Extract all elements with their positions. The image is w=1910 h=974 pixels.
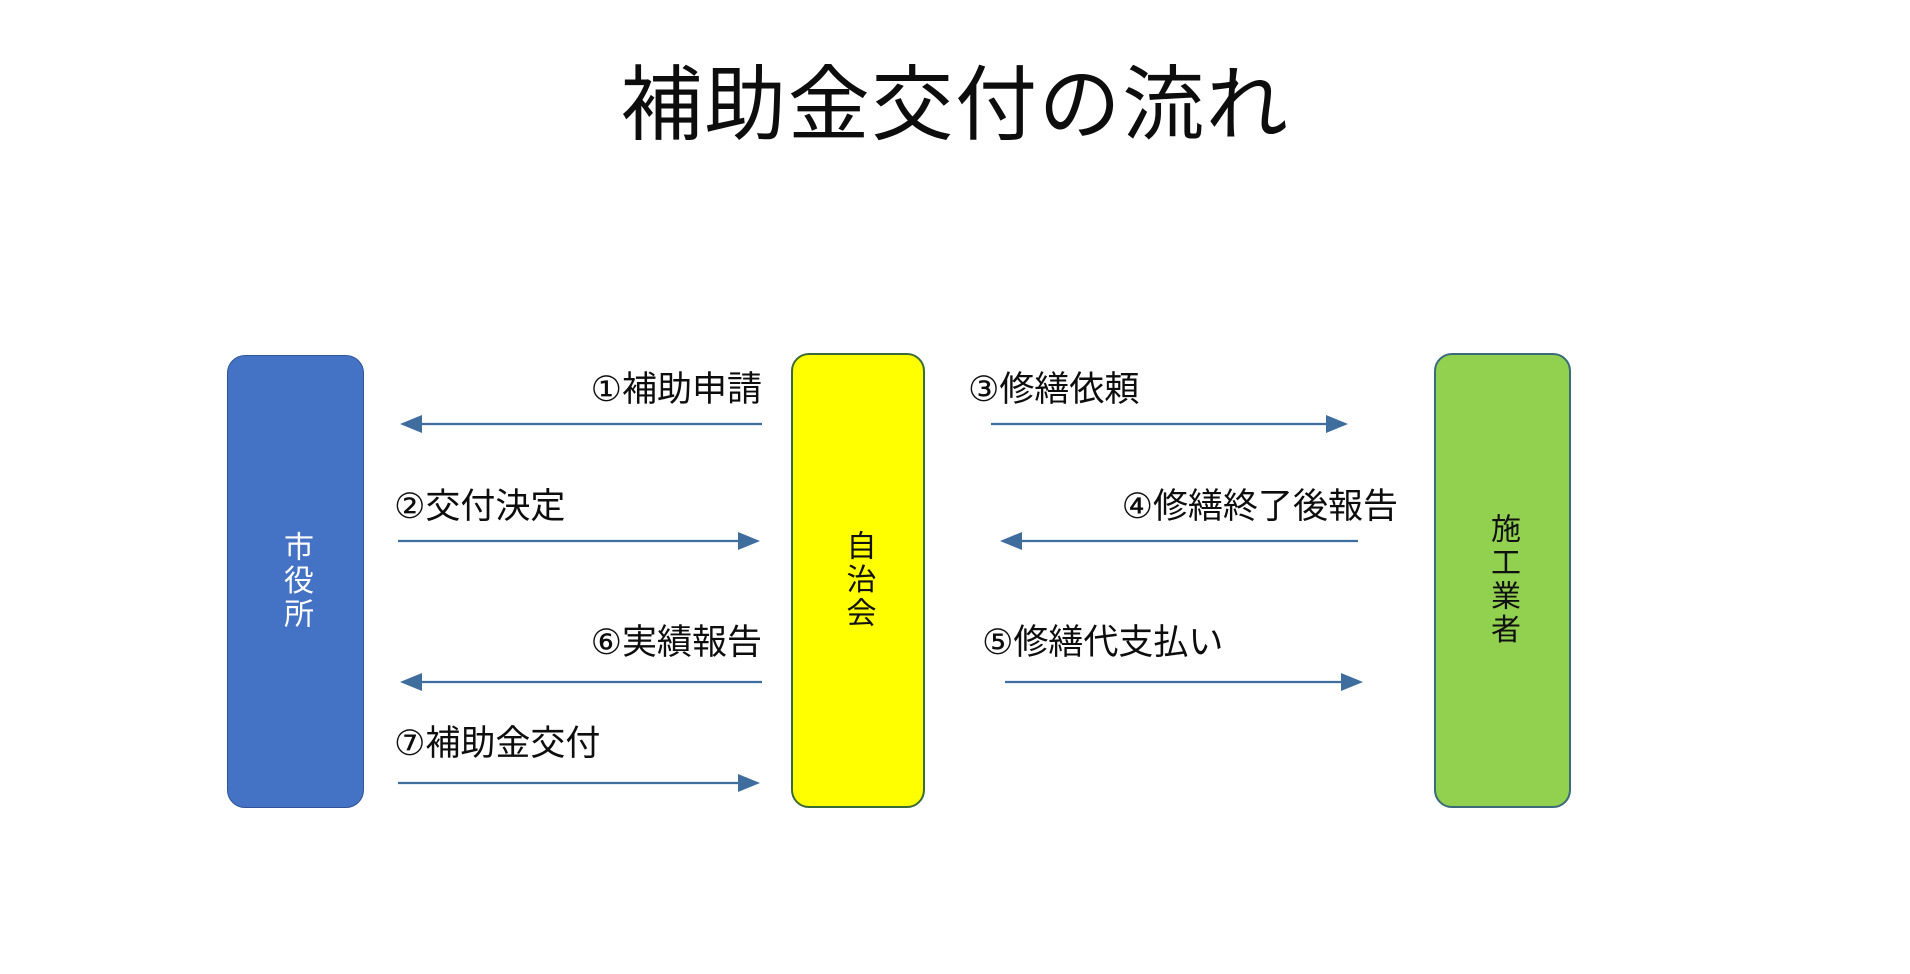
flow-arrow-2-right <box>398 528 762 554</box>
flow-label-4: ④修繕終了後報告 <box>1121 487 1398 526</box>
flow-label-6: ⑥実績報告 <box>590 623 762 662</box>
flow-arrow-7-right <box>398 770 762 796</box>
flow-label-1: ①補助申請 <box>590 370 762 409</box>
flow-label-2: ②交付決定 <box>394 487 566 526</box>
actor-box-association[interactable]: 自治会 <box>791 353 925 808</box>
flow-label-5: ⑤修繕代支払い <box>982 623 1224 662</box>
flow-label-7: ⑦補助金交付 <box>394 724 601 763</box>
flow-arrow-5-right <box>1005 669 1365 695</box>
actor-label-association: 自治会 <box>841 530 875 631</box>
flow-arrow-6-left <box>398 669 762 695</box>
flow-arrow-3-right <box>991 411 1350 437</box>
page-title: 補助金交付の流れ <box>620 60 1290 151</box>
flow-label-3: ③修繕依頼 <box>968 370 1140 409</box>
actor-label-city-hall: 市役所 <box>279 531 312 632</box>
actor-box-contractor[interactable]: 施工業者 <box>1434 353 1571 808</box>
flow-arrow-1-left <box>398 411 762 437</box>
actor-box-city-hall[interactable]: 市役所 <box>227 355 364 808</box>
actor-label-contractor: 施工業者 <box>1486 513 1519 648</box>
flow-arrow-4-left <box>998 528 1358 554</box>
